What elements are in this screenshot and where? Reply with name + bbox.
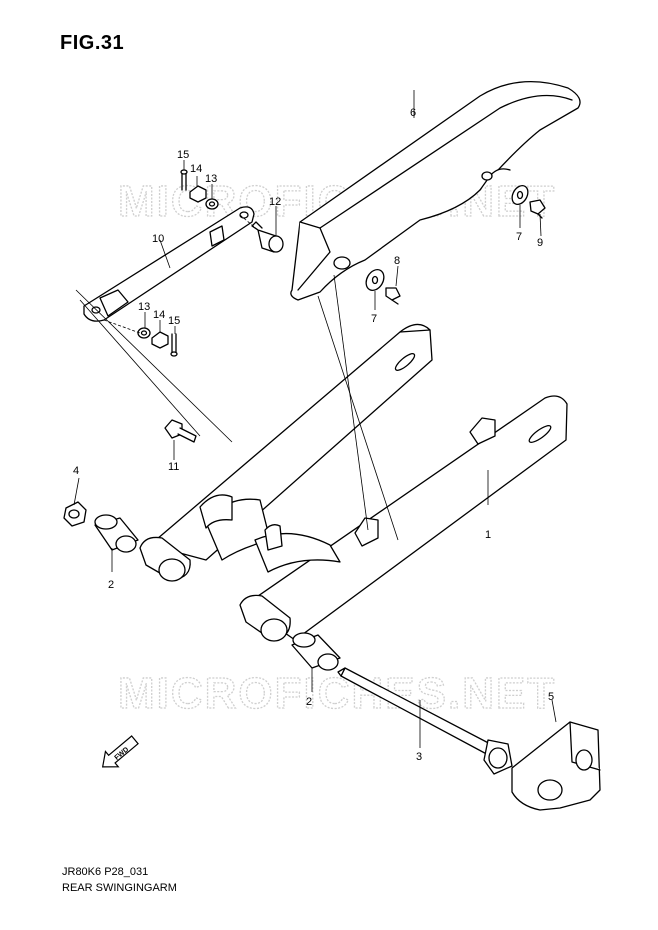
callout-15-top: 15	[177, 149, 189, 161]
leader-lines	[73, 90, 557, 748]
callout-5: 5	[548, 691, 554, 703]
diagram-name: REAR SWINGINGARM	[62, 882, 177, 894]
callout-9: 9	[537, 237, 543, 249]
washer-part-13-bottom	[137, 327, 151, 339]
bolt-part-12	[251, 221, 284, 253]
nut-part-14-bottom	[151, 331, 169, 349]
callout-14-top: 14	[190, 163, 202, 175]
callout-4: 4	[73, 465, 79, 477]
bolt-part-9	[529, 199, 546, 219]
callout-12: 12	[269, 196, 281, 208]
washer-part-13-top	[205, 198, 219, 210]
callout-7-right: 7	[516, 231, 522, 243]
callout-10: 10	[152, 233, 164, 245]
washer-part-7-left	[365, 269, 385, 291]
cotter-pin-part-15-bottom	[170, 333, 178, 357]
fwd-arrow: FWD	[101, 735, 139, 768]
callout-2-lower: 2	[306, 696, 312, 708]
callout-11: 11	[168, 461, 179, 473]
callout-14-bottom: 14	[153, 309, 165, 321]
callout-2-upper: 2	[108, 579, 114, 591]
swingarm	[139, 323, 568, 642]
pivot-shaft	[337, 667, 513, 775]
callout-3: 3	[416, 751, 422, 763]
callout-1: 1	[485, 529, 491, 541]
nut-part-4	[63, 501, 87, 527]
diagram-code: JR80K6 P28_031	[62, 866, 149, 878]
callout-8: 8	[394, 255, 400, 267]
chain-case	[290, 80, 581, 301]
callout-13-bottom: 13	[138, 301, 150, 313]
washer-part-7-right	[511, 185, 529, 205]
nut-part-14-top	[189, 185, 207, 203]
bushing-upper	[94, 514, 139, 553]
bolt-part-11	[164, 419, 197, 443]
guard-part-5	[511, 721, 601, 811]
bushing-lower	[291, 632, 341, 671]
watermark-bottom: MICROFICHES.NET	[118, 669, 556, 718]
figure-title: FIG.31	[60, 32, 125, 54]
callout-13-top: 13	[205, 173, 217, 185]
callout-6: 6	[410, 107, 416, 119]
callout-7-left: 7	[371, 313, 377, 325]
bolt-part-8	[385, 287, 401, 305]
callout-15-bottom: 15	[168, 315, 180, 327]
